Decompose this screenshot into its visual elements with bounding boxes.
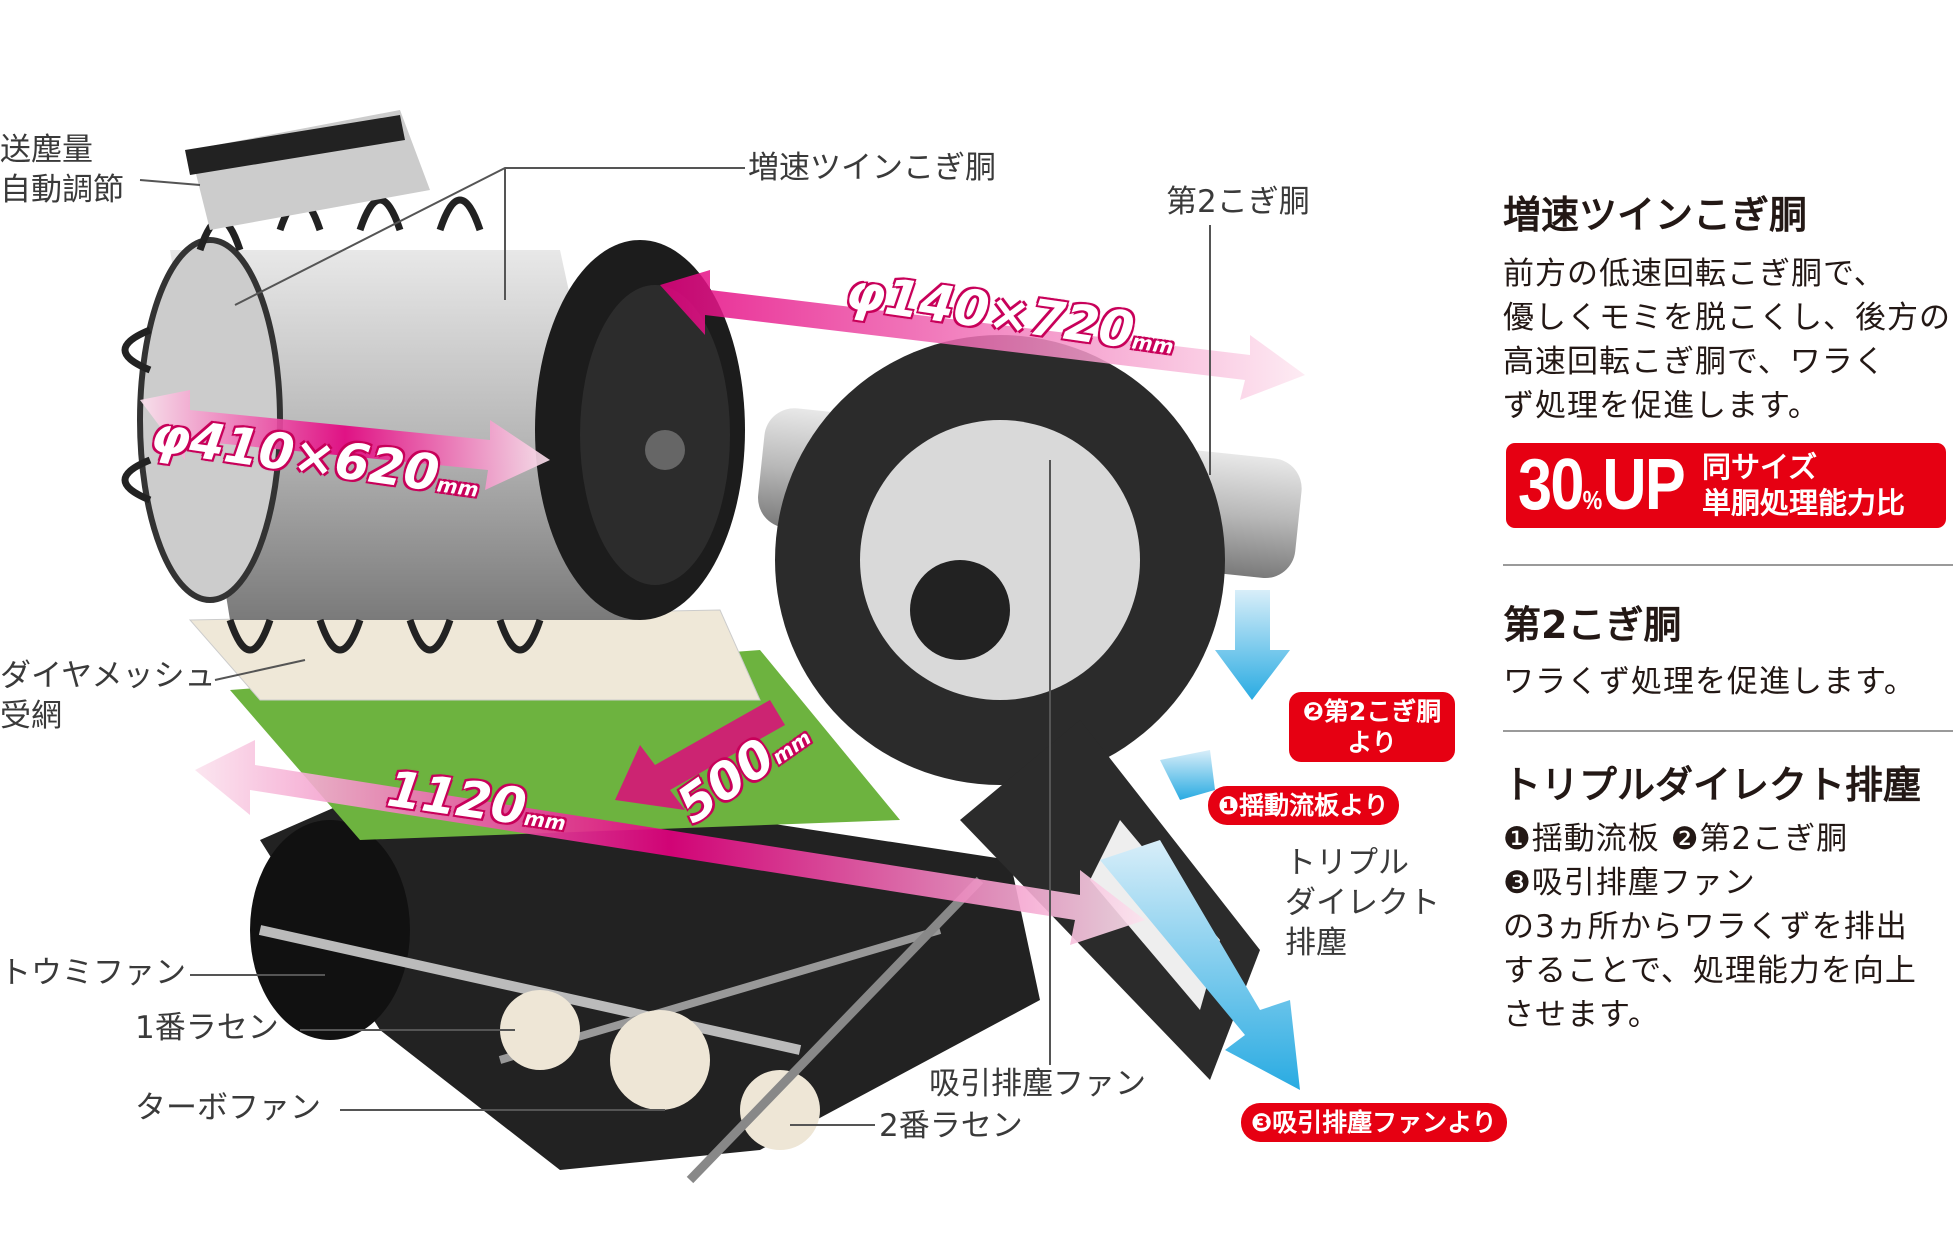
dimension-arrows <box>140 270 1305 945</box>
highlight-note: 同サイズ単胴処理能力比 <box>1702 449 1905 521</box>
body-line: 高速回転こぎ胴で、ワラく <box>1503 344 1886 380</box>
twin-drum <box>121 110 745 654</box>
badge-from-fan: ❸吸引排塵ファンより <box>1241 1103 1507 1142</box>
body-line: 優しくモミを脱こくし、後方の <box>1503 300 1951 336</box>
label-line: 排塵 <box>1285 925 1347 961</box>
body-line: の3ヵ所からワラくずを排出 <box>1503 909 1908 945</box>
label-line: 受網 <box>0 698 62 734</box>
badge-line: ❷第2こぎ胴 <box>1302 697 1442 726</box>
highlight-value: 30%UP <box>1518 445 1686 540</box>
body-line: ❸吸引排塵ファン <box>1503 865 1756 901</box>
section-body: ワラくず処理を促進します。 <box>1503 660 1953 704</box>
badge-from-second-drum: ❷第2こぎ胴より <box>1289 692 1455 762</box>
divider <box>1503 730 1953 732</box>
dim-unit: mm <box>435 472 481 502</box>
section-title: トリプルダイレクト排塵 <box>1503 763 1922 807</box>
note-line: 同サイズ <box>1702 450 1818 484</box>
dim-unit: mm <box>522 805 568 836</box>
label-triple: トリプルダイレクト排塵 <box>1285 843 1440 963</box>
section-body: ❶揺動流板 ❷第2こぎ胴 ❸吸引排塵ファン の3ヵ所からワラくずを排出 すること… <box>1503 817 1953 1037</box>
label-line: ダイレクト <box>1285 885 1440 921</box>
section-title: 増速ツインこぎ胴 <box>1503 193 1808 237</box>
badge-line: より <box>1347 728 1397 757</box>
leader-lines <box>139 167 1211 1126</box>
badge-from-shaker: ❶揺動流板より <box>1208 786 1399 825</box>
body-line: ❶揺動流板 ❷第2こぎ胴 <box>1503 821 1849 857</box>
label-suction-fan: 吸引排塵ファン <box>929 1066 1146 1102</box>
label-line: トリプル <box>1285 845 1409 881</box>
body-line: することで、処理能力を向上 <box>1503 953 1917 989</box>
label-second-screw: 2番ラセン <box>879 1108 1023 1144</box>
suffix: UP <box>1602 445 1685 525</box>
label-line: 送塵量 <box>0 132 93 168</box>
label-second-drum: 第2こぎ胴 <box>1166 184 1310 220</box>
label-turbo-fan: ターボファン <box>135 1090 321 1126</box>
section-title: 第2こぎ胴 <box>1503 603 1682 647</box>
label-first-screw: 1番ラセン <box>135 1010 279 1046</box>
label-toumi-fan: トウミファン <box>0 955 186 991</box>
section-body: 前方の低速回転こぎ胴で、 優しくモミを脱こくし、後方の 高速回転こぎ胴で、ワラく… <box>1503 252 1953 428</box>
flow-arrows <box>1100 590 1300 1090</box>
dim-unit: mm <box>1130 329 1176 359</box>
note-line: 単胴処理能力比 <box>1702 486 1906 520</box>
body-line: 前方の低速回転こぎ胴で、 <box>1503 256 1886 292</box>
label-dia-mesh: ダイヤメッシュ受網 <box>0 656 215 736</box>
divider <box>1503 564 1953 566</box>
value: 30 <box>1518 445 1584 525</box>
unit: % <box>1582 485 1603 515</box>
label-line: 自動調節 <box>0 172 124 208</box>
body-line: ワラくず処理を促進します。 <box>1503 664 1916 700</box>
body-line: させます。 <box>1503 997 1660 1033</box>
label-line: ダイヤメッシュ <box>0 658 216 694</box>
label-feed-adjust: 送塵量自動調節 <box>0 130 124 210</box>
body-line: ず処理を促進します。 <box>1503 388 1820 424</box>
label-twin-drum: 増速ツインこぎ胴 <box>748 150 996 186</box>
thresher-illustration <box>121 110 1305 1184</box>
highlight-badge: 30%UP 同サイズ単胴処理能力比 <box>1506 443 1946 528</box>
